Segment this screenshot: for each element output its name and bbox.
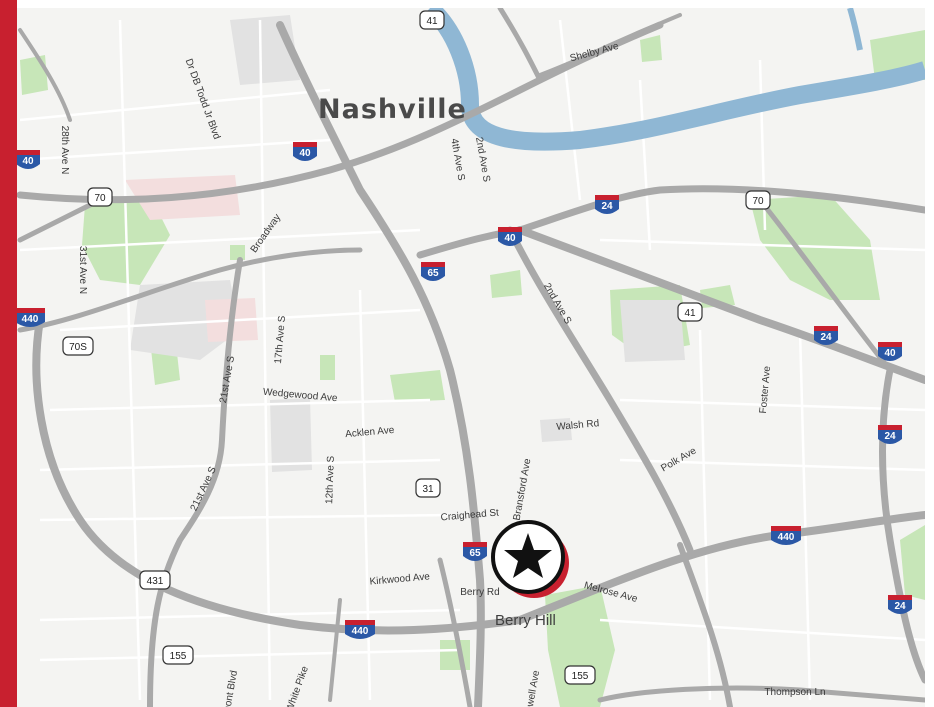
district-area: [620, 300, 685, 362]
shield-number: 41: [684, 308, 696, 319]
street-label: 17th Ave S: [273, 315, 288, 364]
neighborhood-label: Berry Hill: [495, 612, 556, 629]
us-route-shield: 70: [745, 190, 771, 210]
street-label: Belmont Blvd: [219, 670, 240, 707]
district-area: [270, 398, 312, 472]
shield-number: 155: [170, 651, 187, 662]
street-label: Polk Ave: [659, 445, 698, 474]
park-area: [640, 35, 662, 62]
street-label: Berry Rd: [460, 587, 499, 598]
street-label: Craighead St: [440, 507, 499, 523]
park-area: [390, 370, 445, 402]
street-label: 21st Ave S: [218, 355, 237, 404]
street-label: Bransford Ave: [512, 457, 534, 521]
star-icon: [504, 533, 552, 578]
street-label: Thompson Ln: [764, 687, 825, 698]
creek: [847, 8, 863, 51]
street-label: Shelby Ave: [569, 41, 620, 65]
shield-number: 40: [22, 156, 34, 167]
shield-number: 24: [884, 431, 896, 442]
shield-number: 41: [426, 16, 438, 27]
shield-number: 24: [601, 201, 613, 212]
shield-number: 431: [147, 576, 164, 587]
interstate-shield: 440: [771, 526, 801, 545]
district-layer: [130, 15, 685, 472]
street-label: 12th Ave S: [324, 455, 337, 504]
highways: [17, 8, 925, 707]
interstate-shield: 24: [814, 326, 838, 345]
cumberland-river: [423, 8, 925, 151]
us-route-shield: 31: [415, 478, 441, 498]
street-label: Walsh Rd: [556, 418, 600, 433]
shield-number: 70: [94, 193, 106, 204]
us-route-shield: 155: [162, 645, 194, 665]
interstate-shield: 40: [498, 227, 522, 246]
interstate-shield: 24: [888, 595, 912, 614]
city-label: Nashville: [318, 94, 467, 125]
street-label: Powell Ave: [523, 669, 542, 707]
shield-number: 65: [427, 268, 439, 279]
map-svg[interactable]: Shelby Ave Dr DB Todd Jr Blvd 28th Ave N 31…: [17, 8, 925, 707]
shield-number: 70S: [69, 342, 87, 353]
interstate-shield: 40: [293, 142, 317, 161]
us-route-shield: 70S: [62, 336, 94, 356]
interstate-shield: 40: [878, 342, 902, 361]
street-label: 28th Ave N: [59, 126, 70, 175]
street-label: 2nd Ave S: [473, 136, 492, 183]
us-route-shield: 41: [419, 10, 445, 30]
shield-number: 31: [422, 484, 434, 495]
street-label: Kirkwood Ave: [369, 571, 431, 587]
us-route-shield: 431: [139, 570, 171, 590]
park-area: [440, 640, 470, 670]
shield-number: 440: [22, 314, 39, 325]
park-area: [545, 585, 615, 707]
shield-number: 155: [572, 671, 589, 682]
interstate-shield: 65: [463, 542, 487, 561]
park-area: [20, 55, 48, 95]
us-route-shield: 155: [564, 665, 596, 685]
street-label: Dr DB Todd Jr Blvd: [183, 57, 222, 140]
park-area: [320, 355, 335, 380]
shield-number: 24: [894, 601, 906, 612]
interstate-shield: 24: [595, 195, 619, 214]
interstate-shield: 440: [17, 308, 45, 327]
interstate-shield: 440: [345, 620, 375, 639]
shield-number: 40: [299, 148, 311, 159]
shield-number: 40: [504, 233, 516, 244]
shield-number: 65: [469, 548, 481, 559]
park-area: [230, 245, 245, 260]
us-route-shield: 41: [677, 302, 703, 322]
route-shields-layer: 41 40 40 70 24 70 40 65 440 70S 41 24 40 24 31 65 440 431…: [17, 10, 912, 685]
shield-number: 70: [752, 196, 764, 207]
minor-streets: [19, 19, 925, 701]
location-marker[interactable]: [491, 520, 569, 598]
shield-number: 40: [884, 348, 896, 359]
interstate-shield: 24: [878, 425, 902, 444]
interstate-shield: 40: [17, 150, 40, 169]
street-label: Acklen Ave: [345, 425, 395, 440]
street-label: 4th Ave S: [448, 138, 466, 182]
map-canvas[interactable]: Shelby Ave Dr DB Todd Jr Blvd 28th Ave N 31…: [17, 8, 925, 707]
interstate-shield: 65: [421, 262, 445, 281]
street-label: White Pike: [284, 664, 311, 707]
street-label: Broadway: [249, 212, 284, 255]
us-route-shield: 70: [87, 187, 113, 207]
district-area: [540, 418, 572, 442]
park-area: [900, 525, 925, 600]
park-area: [490, 270, 522, 298]
accent-bar: [0, 0, 17, 707]
shield-number: 24: [820, 332, 832, 343]
shield-number: 440: [778, 532, 795, 543]
shield-number: 440: [352, 626, 369, 637]
street-label: 31st Ave N: [77, 246, 88, 294]
street-label: Foster Ave: [758, 365, 773, 414]
